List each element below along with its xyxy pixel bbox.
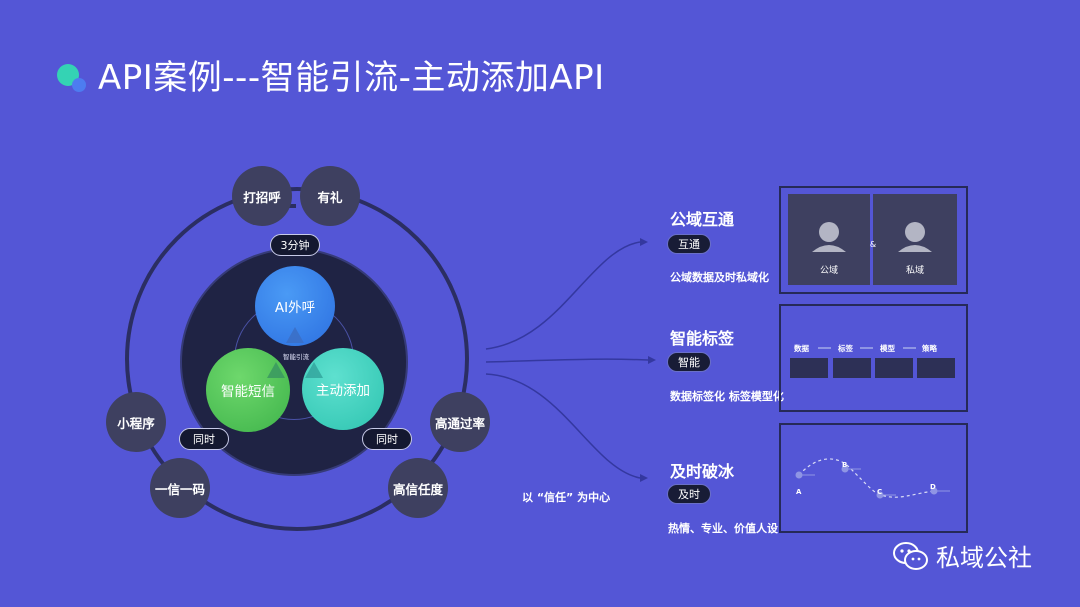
active-add-label: 主动添加 xyxy=(316,383,370,399)
pill-three-minutes: 3分钟 xyxy=(270,234,320,256)
smart-sms-label: 智能短信 xyxy=(221,384,275,400)
tag-step-label: 标签 xyxy=(838,344,853,353)
user-icon xyxy=(898,222,932,252)
triangle-top xyxy=(286,327,304,343)
tag-block xyxy=(833,358,871,378)
curve-to-icebreak xyxy=(485,373,641,479)
dashed-path xyxy=(798,458,936,498)
private-label: 私域 xyxy=(905,266,924,276)
watermark: 私域公社 xyxy=(892,538,1032,573)
point-label-c: C xyxy=(877,488,882,496)
tag-step-dash xyxy=(860,347,873,349)
public-user-box xyxy=(788,194,870,285)
section-icebreak-desc: 热情、专业、价值人设 xyxy=(668,522,778,535)
tag-polite: 有礼 xyxy=(300,166,360,226)
point-label-b: B xyxy=(842,461,847,469)
arrow-to-tags xyxy=(648,356,656,364)
section-tags-desc: 数据标签化 标签模型化 xyxy=(670,390,784,403)
point-label-a: A xyxy=(796,488,802,496)
page-title: API案例---智能引流-主动添加API xyxy=(98,58,605,98)
private-user-box xyxy=(873,194,957,285)
triangle-right xyxy=(305,362,323,378)
point-label-d: D xyxy=(930,483,936,491)
pill-simultaneous-left: 同时 xyxy=(179,428,229,450)
path-point-c xyxy=(876,491,884,499)
pill-simultaneous-right: 同时 xyxy=(362,428,412,450)
user-icon xyxy=(812,222,846,252)
tag-high-trust: 高信任度 xyxy=(388,458,448,518)
path-point-b xyxy=(841,465,849,473)
tag-one-message-one-code: 一信一码 xyxy=(150,458,210,518)
ai-call-label: AI外呼 xyxy=(274,300,316,316)
panel-icebreak-path xyxy=(779,423,968,533)
tag-block xyxy=(875,358,913,378)
smart-sms-circle: 智能短信 xyxy=(206,348,290,432)
section-icebreak-title: 及时破冰 xyxy=(670,462,735,481)
active-add-circle: 主动添加 xyxy=(302,348,384,430)
watermark-text: 私域公社 xyxy=(936,544,1032,572)
tag-step-dash xyxy=(903,347,916,349)
tag-block xyxy=(917,358,955,378)
path-point-d xyxy=(930,487,938,495)
tag-block xyxy=(790,358,828,378)
section-tags-badge: 智能 xyxy=(667,352,711,372)
tag-step-data: 数据 xyxy=(794,344,809,353)
arrow-to-icebreak xyxy=(640,474,648,482)
tag-step-model: 模型 xyxy=(880,344,895,353)
icebreak-path: A B C D xyxy=(795,458,950,499)
section-public-desc: 公域数据及时私域化 xyxy=(670,271,769,284)
section-tags-title: 智能标签 xyxy=(670,329,735,348)
logo-blue-dot xyxy=(72,78,86,92)
tag-mini-program: 小程序 xyxy=(106,392,166,452)
panel-tag-flow xyxy=(779,304,968,412)
public-label: 公域 xyxy=(819,266,838,276)
section-public-badge: 互通 xyxy=(667,234,711,254)
section-public-title: 公域互通 xyxy=(670,210,735,229)
tag-high-pass-rate: 高通过率 xyxy=(430,392,490,452)
tag-step-dash xyxy=(818,347,831,349)
outer-ring xyxy=(125,187,469,531)
section-icebreak-badge: 及时 xyxy=(667,484,711,504)
panel-public-private xyxy=(779,186,968,294)
tag-greet: 打招呼 xyxy=(232,166,292,226)
curve-to-public xyxy=(485,241,641,350)
arrow-to-public xyxy=(640,238,648,246)
triangle-left xyxy=(267,362,285,378)
ampersand-connector: & xyxy=(869,240,877,249)
curve-to-tags xyxy=(485,358,649,363)
wechat-icon xyxy=(893,541,928,570)
path-point-a xyxy=(795,471,803,479)
trust-center-note: 以 “信任” 为中心 xyxy=(522,491,611,504)
center-label: 智能引流 xyxy=(283,353,309,361)
tag-step-strategy: 策略 xyxy=(922,344,937,353)
